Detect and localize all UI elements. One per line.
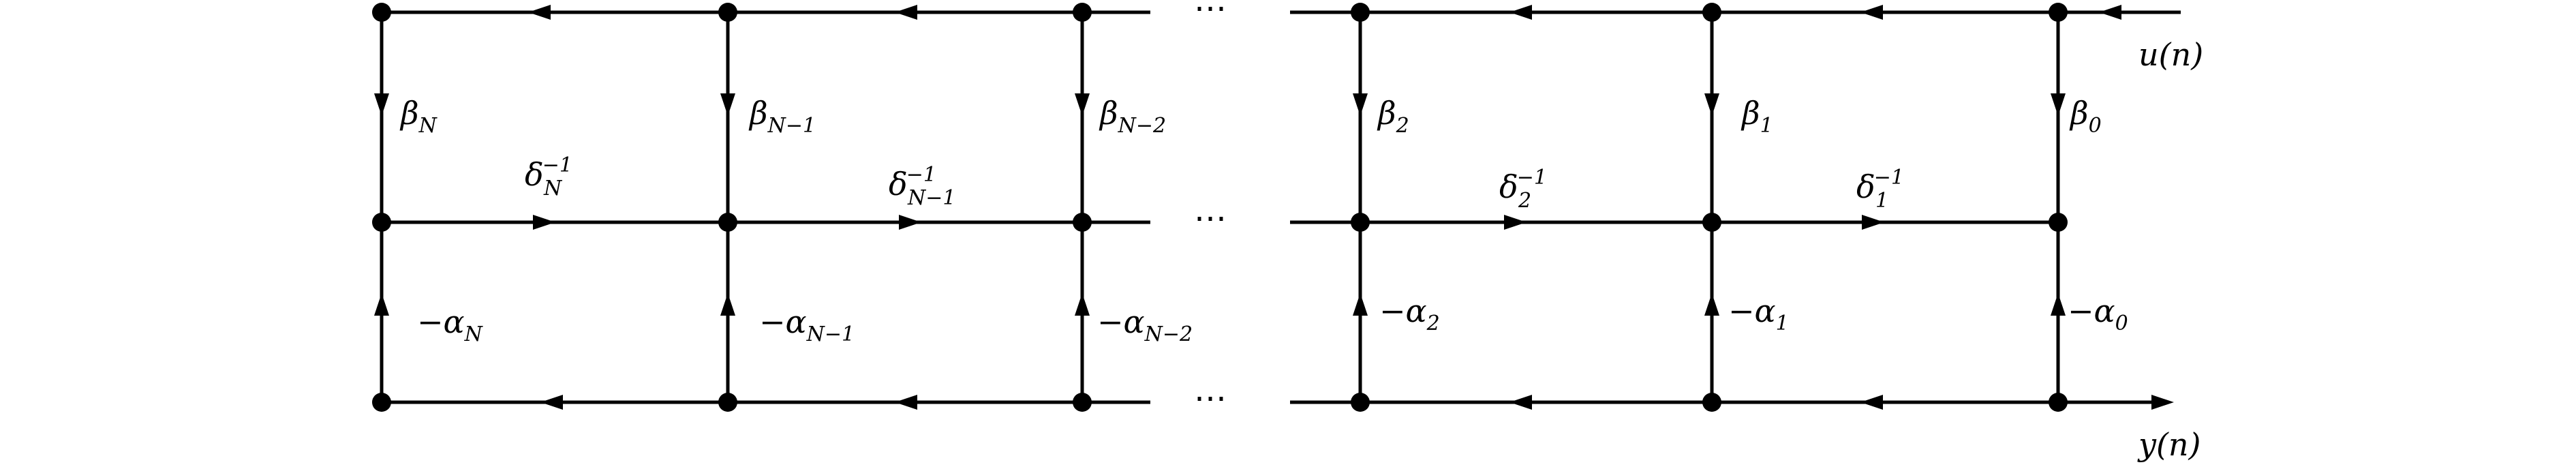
ellipsis-top: ⋯ bbox=[1194, 0, 1227, 27]
arrowheads bbox=[374, 5, 2174, 410]
ellipsis-bottom: ⋯ bbox=[1194, 379, 1227, 417]
node bbox=[1351, 3, 1370, 22]
node bbox=[1702, 3, 1721, 22]
arrow-right-icon bbox=[533, 215, 555, 230]
arrow-up-icon bbox=[1704, 293, 1719, 316]
delta-label-N: δ−1 bbox=[525, 153, 572, 193]
alpha-label-2: −α2 bbox=[1379, 292, 1440, 335]
arrow-right-icon bbox=[899, 215, 921, 230]
alpha-labels: −αN −αN−1 −αN−2 −α2 −α1 −α0 bbox=[417, 292, 2128, 346]
node bbox=[372, 213, 391, 232]
delta-labels: δ−1 N δ−1 N−1 δ−1 2 δ−1 1 bbox=[525, 153, 1904, 213]
edges bbox=[380, 10, 2181, 404]
alpha-label-N-1: −αN−1 bbox=[759, 303, 855, 346]
input-signal-label: u(n) bbox=[2138, 36, 2203, 73]
arrow-left-icon bbox=[1860, 5, 1883, 20]
ellipsis-middle: ⋯ bbox=[1194, 199, 1227, 237]
arrow-down-icon bbox=[1075, 93, 1090, 116]
node bbox=[1702, 393, 1721, 412]
node bbox=[2049, 213, 2068, 232]
delta-label-N-1-sub: N−1 bbox=[907, 186, 955, 210]
arrow-down-icon bbox=[1353, 93, 1368, 116]
node bbox=[1073, 393, 1092, 412]
arrow-right-icon bbox=[1862, 215, 1884, 230]
node bbox=[372, 393, 391, 412]
arrow-left-icon bbox=[895, 395, 917, 410]
alpha-label-0: −α0 bbox=[2068, 292, 2128, 335]
arrow-left-icon bbox=[540, 395, 563, 410]
beta-label-N-1: βN−1 bbox=[748, 95, 816, 138]
arrow-left-icon bbox=[528, 5, 551, 20]
node bbox=[1073, 213, 1092, 232]
node bbox=[1702, 213, 1721, 232]
node bbox=[1351, 213, 1370, 232]
node bbox=[1073, 3, 1092, 22]
node bbox=[718, 393, 737, 412]
arrow-up-icon bbox=[374, 293, 389, 316]
node bbox=[718, 213, 737, 232]
node bbox=[2049, 3, 2068, 22]
arrow-up-icon bbox=[1075, 293, 1090, 316]
node bbox=[718, 3, 737, 22]
beta-label-2: β2 bbox=[1377, 95, 1409, 138]
arrow-down-icon bbox=[2051, 93, 2066, 116]
arrow-up-icon bbox=[720, 293, 735, 316]
node bbox=[372, 3, 391, 22]
arrow-right-icon bbox=[1504, 215, 1527, 230]
arrow-up-icon bbox=[2051, 293, 2066, 316]
arrow-up-icon bbox=[1353, 293, 1368, 316]
delta-label-N-sub: N bbox=[543, 177, 563, 200]
alpha-label-1: −α1 bbox=[1728, 292, 1789, 335]
arrow-left-icon bbox=[1860, 395, 1883, 410]
beta-label-1: β1 bbox=[1741, 95, 1773, 138]
delta-label-1: δ−1 bbox=[1856, 166, 1904, 205]
node bbox=[1351, 393, 1370, 412]
output-arrow-icon bbox=[2151, 395, 2174, 410]
arrow-down-icon bbox=[1704, 93, 1719, 116]
arrow-left-icon bbox=[895, 5, 917, 20]
arrow-down-icon bbox=[720, 93, 735, 116]
arrow-left-icon bbox=[1509, 5, 1532, 20]
arrow-down-icon bbox=[374, 93, 389, 116]
alpha-label-N: −αN bbox=[417, 303, 484, 346]
delta-label-2-sub: 2 bbox=[1518, 189, 1531, 213]
beta-labels: βN βN−1 βN−2 β2 β1 β0 bbox=[399, 95, 2102, 138]
delta-label-N-1: δ−1 bbox=[889, 163, 936, 202]
delta-label-1-sub: 1 bbox=[1875, 189, 1888, 213]
beta-label-N: βN bbox=[399, 95, 438, 138]
arrow-left-icon bbox=[1509, 395, 1532, 410]
node bbox=[2049, 393, 2068, 412]
nodes bbox=[372, 3, 2068, 412]
beta-label-N-2: βN−2 bbox=[1099, 95, 1166, 138]
output-signal-label: y(n) bbox=[2137, 426, 2201, 463]
continuation-dots: ⋯ ⋯ ⋯ bbox=[1194, 0, 1227, 417]
alpha-label-N-2: −αN−2 bbox=[1097, 303, 1193, 346]
arrow-left-icon bbox=[2099, 5, 2121, 20]
delta-label-2: δ−1 bbox=[1499, 166, 1547, 205]
beta-label-0: β0 bbox=[2069, 95, 2102, 138]
